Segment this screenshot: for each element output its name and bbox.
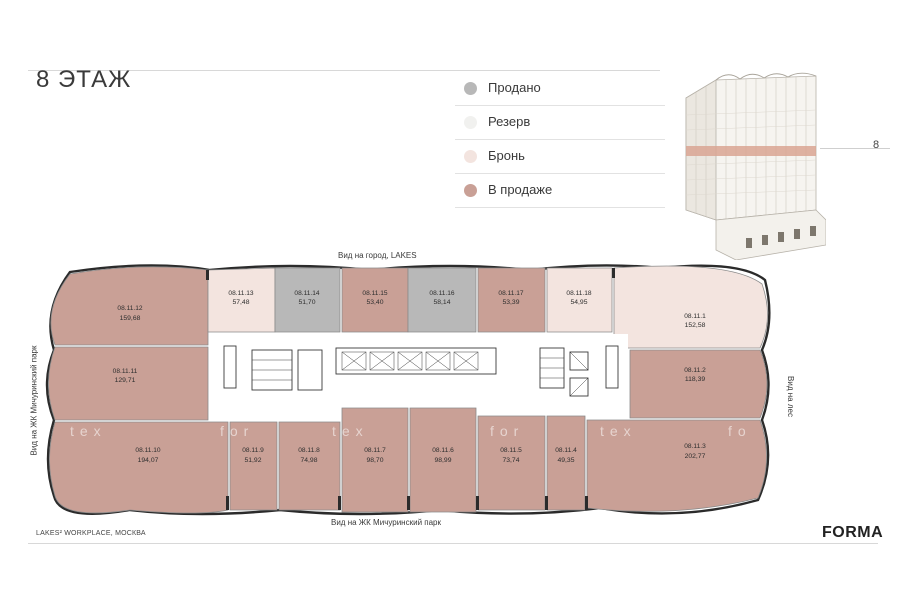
unit-area: 202,77 (685, 453, 706, 460)
unit-area: 57,48 (232, 299, 249, 306)
brand-logo: FORMA (822, 524, 884, 541)
status-legend: Продано Резерв Бронь В продаже (455, 72, 665, 208)
unit-area: 118,39 (685, 376, 706, 383)
legend-item-sold[interactable]: Продано (455, 72, 665, 106)
svg-text:for: for (220, 423, 254, 439)
unit-number: 08.11.13 (228, 290, 254, 297)
unit-number: 08.11.2 (684, 367, 706, 374)
unit-number: 08.11.10 (135, 447, 161, 454)
unit-number: 08.11.16 (429, 290, 455, 297)
unit-number: 08.11.7 (364, 447, 386, 454)
unit-area: 98,99 (434, 457, 451, 464)
legend-label: Резерв (488, 114, 531, 129)
building-core (210, 334, 628, 406)
unit-08-11-12[interactable]: 08.11.12 159,68 (50, 266, 209, 346)
unit-08-11-8[interactable]: 08.11.8 74,98 (278, 421, 341, 511)
unit-08-11-7[interactable]: 08.11.7 98,70 (341, 407, 409, 513)
unit-number: 08.11.5 (500, 447, 522, 454)
unit-number: 08.11.11 (113, 368, 138, 375)
status-dot-icon (464, 82, 477, 95)
view-label-right: Вид на лес (785, 376, 795, 417)
unit-08-11-10[interactable]: 08.11.10 194,07 (49, 421, 229, 514)
page-title: 8 ЭТАЖ (36, 66, 132, 93)
unit-area: 49,35 (557, 457, 574, 464)
top-divider (28, 70, 660, 71)
legend-item-reserve[interactable]: Резерв (455, 106, 665, 140)
unit-08-11-14[interactable]: 08.11.14 51,70 (274, 267, 341, 333)
unit-number: 08.11.8 (298, 447, 320, 454)
svg-text:tex: tex (600, 423, 637, 439)
legend-item-on-sale[interactable]: В продаже (455, 174, 665, 208)
bottom-divider (28, 543, 878, 544)
status-dot-icon (464, 184, 477, 197)
view-label-top: Вид на город, LAKES (338, 251, 417, 260)
unit-08-11-16[interactable]: 08.11.16 58,14 (407, 267, 477, 333)
unit-area: 51,92 (244, 457, 261, 464)
highlighted-floor-band (686, 146, 816, 156)
unit-number: 08.11.12 (117, 305, 143, 312)
status-dot-icon (464, 150, 477, 163)
legend-label: В продаже (488, 182, 553, 197)
floor-plan: 08.11.12 159,68 08.11.13 57,48 08.11.14 … (45, 264, 771, 516)
unit-08-11-15[interactable]: 08.11.15 53,40 (341, 267, 409, 333)
unit-08-11-13[interactable]: 08.11.13 57,48 (207, 267, 276, 333)
unit-number: 08.11.14 (294, 290, 320, 297)
unit-08-11-3[interactable]: 08.11.3 202,77 (586, 419, 767, 512)
unit-08-11-6[interactable]: 08.11.6 98,99 (409, 407, 477, 513)
unit-area: 53,40 (366, 299, 383, 306)
unit-08-11-4[interactable]: 08.11.4 49,35 (546, 415, 586, 511)
unit-number: 08.11.15 (362, 290, 388, 297)
unit-08-11-9[interactable]: 08.11.9 51,92 (229, 421, 278, 511)
view-label-bottom: Вид на ЖК Мичуринский парк (331, 518, 441, 527)
unit-number: 08.11.1 (684, 313, 706, 320)
status-dot-icon (464, 116, 477, 129)
unit-08-11-2[interactable]: 08.11.2 118,39 (629, 349, 768, 419)
floor-number: 8 (873, 139, 880, 151)
unit-area: 51,70 (298, 299, 315, 306)
building-illustration (685, 72, 826, 260)
svg-text:for: for (490, 423, 524, 439)
unit-area: 129,71 (115, 377, 136, 384)
svg-text:tex: tex (332, 423, 369, 439)
unit-area: 58,14 (433, 299, 450, 306)
unit-number: 08.11.18 (566, 290, 592, 297)
unit-number: 08.11.9 (242, 447, 264, 454)
unit-08-11-17[interactable]: 08.11.17 53,39 (477, 267, 546, 333)
unit-number: 08.11.4 (555, 447, 577, 454)
floor-pointer-line (820, 148, 890, 149)
project-name: LAKES² WORKPLACE, МОСКВА (36, 530, 146, 537)
legend-item-booked[interactable]: Бронь (455, 140, 665, 174)
svg-text:fo: fo (728, 423, 752, 439)
unit-number: 08.11.3 (684, 443, 706, 450)
unit-number: 08.11.6 (432, 447, 454, 454)
unit-number: 08.11.17 (498, 290, 524, 297)
view-label-left: Вид на ЖК Мичуринский парк (29, 345, 39, 456)
unit-area: 194,07 (138, 457, 159, 464)
unit-area: 74,98 (300, 457, 317, 464)
unit-area: 98,70 (366, 457, 383, 464)
svg-text:tex: tex (70, 423, 107, 439)
legend-label: Продано (488, 80, 541, 95)
unit-area: 53,39 (502, 299, 519, 306)
unit-08-11-11[interactable]: 08.11.11 129,71 (48, 346, 209, 421)
unit-area: 159,68 (120, 315, 141, 322)
unit-08-11-18[interactable]: 08.11.18 54,95 (546, 267, 613, 333)
unit-area: 152,58 (685, 322, 706, 329)
watermark: tex for tex for tex fo (70, 423, 752, 439)
unit-08-11-1[interactable]: 08.11.1 152,58 (613, 265, 768, 349)
unit-area: 73,74 (502, 457, 519, 464)
unit-area: 54,95 (570, 299, 587, 306)
legend-label: Бронь (488, 148, 525, 163)
